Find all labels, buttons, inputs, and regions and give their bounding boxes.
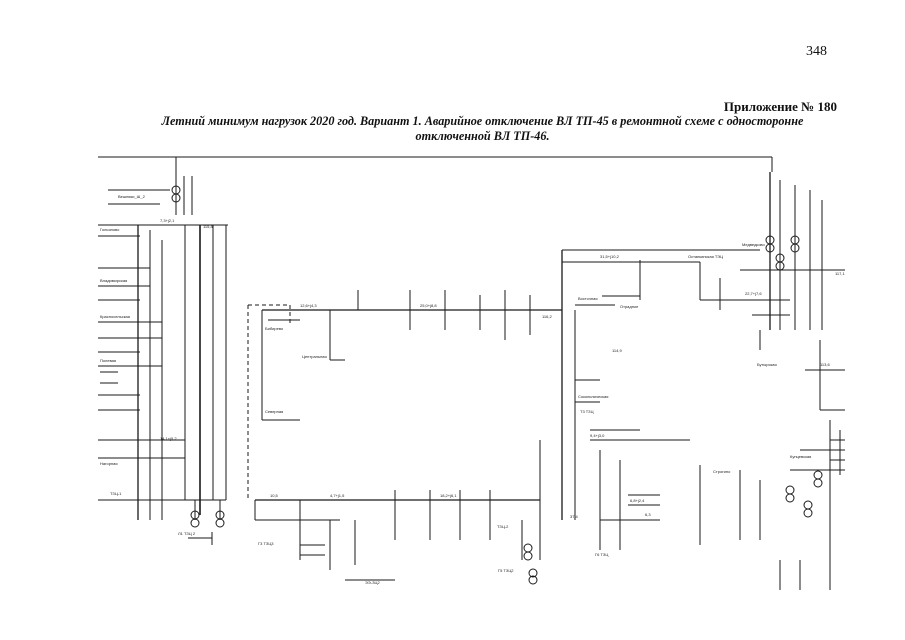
label-transformer-left-3: Г3 ТЗЦ3 xyxy=(258,541,274,546)
voltage-label: 115,8 xyxy=(203,224,213,229)
title-line-2: отключенной ВЛ ТП-46. xyxy=(415,129,550,143)
label-transformer-mid-3: Г6 ТЗЦ xyxy=(595,552,608,557)
label-transformer-mid-2: Г5 ТЗЦ2 xyxy=(498,568,514,573)
value-label: 7,3+j2,1 xyxy=(160,218,175,223)
label-transformer-mid-1: Т3 ТЗЦ xyxy=(580,409,594,414)
document-title: Летний минимум нагрузок 2020 год. Вариан… xyxy=(130,114,835,144)
label-left-node-3: Полевая xyxy=(100,358,116,363)
label-source-node: Вешняки_Ш_2 xyxy=(118,194,146,199)
label-transformer-left-2: Л1 ТЗЦ 2 xyxy=(178,531,196,536)
value-label: 14,1+j5,2 xyxy=(160,436,177,441)
label-mid-node-4: Восточная xyxy=(578,296,598,301)
label-right-node-2: Медведково xyxy=(742,242,765,247)
label-right-node-1: Останкинская ТЭЦ xyxy=(688,254,723,259)
value-label: 4,7+j1,5 xyxy=(330,493,345,498)
voltage-label: 117,1 xyxy=(835,271,845,276)
value-label: 22,7+j7,6 xyxy=(745,291,762,296)
voltage-label: 37,4 xyxy=(570,514,579,519)
voltage-label: 116,2 xyxy=(542,314,552,319)
label-footer: ЭЭ-ЗЦ2 xyxy=(365,580,380,585)
label-right-node-6: Кунцевская xyxy=(790,454,811,459)
label-mid-node-1: Бибирево xyxy=(265,326,284,331)
label-right-node-4: Бутырская xyxy=(757,362,777,367)
voltage-label: 114,9 xyxy=(612,348,622,353)
appendix-label: Приложение № 180 xyxy=(723,99,837,114)
label-left-bus: Гольяново xyxy=(100,227,120,232)
schematic-lines xyxy=(98,156,845,590)
voltage-label: 6,3 xyxy=(645,512,651,517)
label-mid-node-3: Северная xyxy=(265,409,283,414)
value-label: 9,4+j3,0 xyxy=(590,433,605,438)
value-label: 18,2+j6,1 xyxy=(440,493,457,498)
schematic-labels: Вешняки_Ш_2 Гольяново Владимирская Красн… xyxy=(100,194,845,585)
value-label: 6,8+j2,4 xyxy=(630,498,645,503)
voltage-label: 113,6 xyxy=(820,362,830,367)
voltage-label: 10,5 xyxy=(270,493,279,498)
label-left-node-2: Красносельская xyxy=(100,314,130,319)
label-transformer-left-1: ТЗЦ-1 xyxy=(110,491,122,496)
label-right-node-5: Строгино xyxy=(713,469,731,474)
value-label: 31,5+j10,2 xyxy=(600,254,620,259)
label-mid-node-2: Центральная xyxy=(302,354,327,359)
label-left-node-4: Нагорная xyxy=(100,461,118,466)
value-label: 25,0+j8,8 xyxy=(420,303,437,308)
label-mid-node-5: Сокольническая xyxy=(578,394,608,399)
title-line-1: Летний минимум нагрузок 2020 год. Вариан… xyxy=(161,114,804,128)
page-number: 348 xyxy=(806,44,827,59)
label-right-node-3: Отрадное xyxy=(620,304,639,309)
label-left-node-1: Владимирская xyxy=(100,278,127,283)
value-label: 12,6+j4,3 xyxy=(300,303,317,308)
label-transformer-right-1: ТЗЦ-2 xyxy=(497,524,509,529)
